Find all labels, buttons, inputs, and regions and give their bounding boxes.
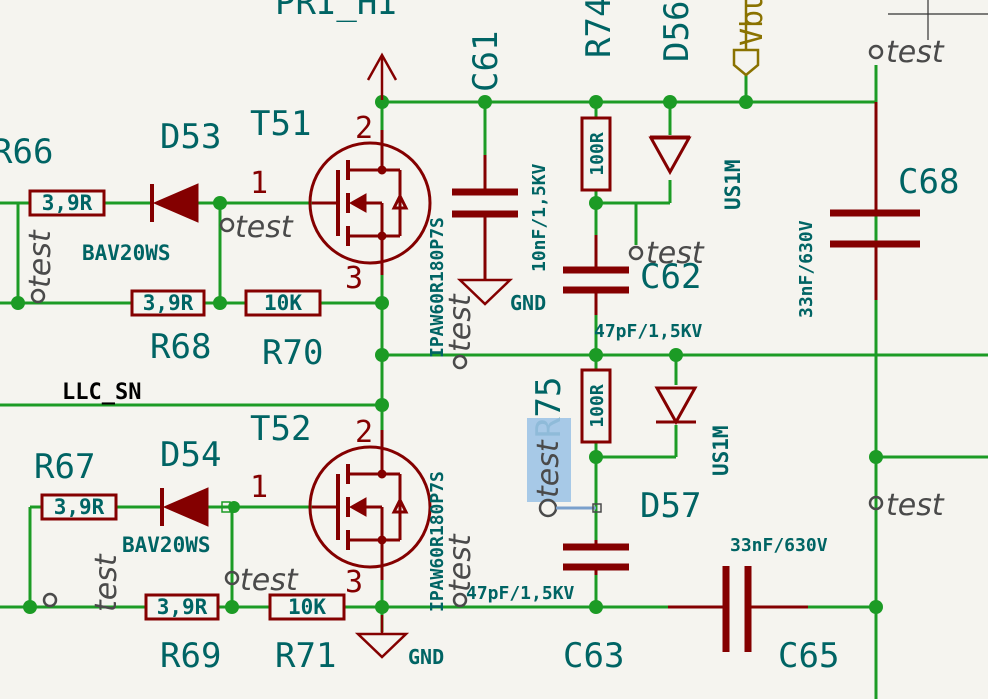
- resistor-r66[interactable]: 3,9R R66: [0, 132, 106, 217]
- svg-text:1: 1: [250, 470, 268, 505]
- test-point-t52-left[interactable]: test: [42, 553, 124, 612]
- svg-text:3: 3: [345, 261, 363, 296]
- svg-text:33nF/630V: 33nF/630V: [796, 220, 817, 318]
- svg-text:GND: GND: [510, 291, 546, 315]
- svg-text:R67: R67: [34, 447, 95, 487]
- svg-text:GND: GND: [408, 645, 444, 669]
- capacitor-c68[interactable]: C68 33nF/630V: [796, 102, 959, 318]
- svg-text:test: test: [443, 533, 478, 592]
- svg-text:Vbus: Vbus: [735, 0, 770, 46]
- capacitor-c62[interactable]: C62 47pF/1,5KV: [563, 235, 703, 342]
- svg-text:D56: D56: [657, 1, 697, 62]
- svg-text:BAV20WS: BAV20WS: [122, 533, 211, 557]
- resistor-r69[interactable]: 3,9R R69: [144, 593, 221, 676]
- svg-text:47pF/1,5KV: 47pF/1,5KV: [594, 321, 703, 342]
- svg-text:1: 1: [250, 166, 268, 201]
- svg-text:test: test: [240, 563, 299, 598]
- net-label-llc-sn: LLC_SN: [62, 380, 141, 405]
- test-point-left-top[interactable]: test: [23, 229, 58, 304]
- capacitor-c63[interactable]: C63 47pF/1,5KV: [466, 540, 629, 676]
- resistor-r67[interactable]: 3,9R R67: [34, 447, 118, 521]
- svg-text:US1M: US1M: [721, 159, 745, 210]
- svg-text:3: 3: [345, 565, 363, 600]
- resistor-r68[interactable]: 3,9R R68: [130, 289, 211, 367]
- svg-text:47pF/1,5KV: 47pF/1,5KV: [466, 583, 575, 604]
- svg-text:3,9R: 3,9R: [143, 291, 194, 315]
- test-point-mid-node[interactable]: test: [443, 293, 478, 370]
- resistor-r71[interactable]: 10K R71: [268, 593, 346, 676]
- svg-text:PRI_HI: PRI_HI: [275, 0, 398, 23]
- svg-text:R70: R70: [262, 333, 323, 373]
- test-point-vbus[interactable]: test: [868, 35, 945, 70]
- vbus-symbol: Vbus: [732, 0, 770, 77]
- svg-text:2: 2: [355, 415, 373, 450]
- test-point-t52-source[interactable]: test: [443, 533, 478, 608]
- svg-text:R69: R69: [160, 636, 221, 676]
- svg-text:D54: D54: [160, 435, 221, 475]
- svg-text:test: test: [886, 35, 945, 70]
- svg-text:3,9R: 3,9R: [157, 595, 208, 619]
- svg-text:test: test: [23, 229, 58, 288]
- svg-text:100R: 100R: [587, 384, 608, 428]
- svg-text:C63: C63: [563, 636, 624, 676]
- svg-text:LLC_SN: LLC_SN: [62, 380, 141, 405]
- test-point-t52-gate-small[interactable]: [221, 501, 240, 513]
- svg-text:US1M: US1M: [709, 425, 733, 476]
- svg-text:R74: R74: [579, 0, 619, 58]
- svg-text:IPAW60R180P7S: IPAW60R180P7S: [427, 217, 448, 358]
- svg-text:test: test: [646, 236, 705, 271]
- svg-text:C68: C68: [898, 162, 959, 202]
- mosfet-t52[interactable]: 1 2 3 T52 IPAW60R180P7S: [250, 409, 448, 612]
- svg-text:3,9R: 3,9R: [54, 495, 105, 519]
- svg-text:D57: D57: [640, 486, 701, 526]
- svg-text:100R: 100R: [587, 132, 608, 176]
- svg-text:T51: T51: [250, 104, 311, 144]
- gnd-symbol-t52: GND: [354, 615, 444, 669]
- capacitor-c61[interactable]: C61 10nF/1,5KV: [452, 31, 550, 280]
- resistor-r74[interactable]: 100R R74: [579, 0, 619, 192]
- diode-d57[interactable]: D57 US1M: [640, 386, 733, 526]
- svg-text:C62: C62: [640, 257, 701, 297]
- mosfet-t51[interactable]: 1 2 3 T51 IPAW60R180P7S: [250, 52, 448, 358]
- test-point-r74[interactable]: test: [628, 236, 705, 271]
- gnd-symbol-c61: GND: [456, 278, 546, 315]
- capacitor-c65[interactable]: C65 33nF/630V: [668, 535, 839, 676]
- svg-text:IPAW60R180P7S: IPAW60R180P7S: [427, 471, 448, 612]
- svg-text:R71: R71: [275, 636, 336, 676]
- resistor-r70[interactable]: 10K R70: [244, 289, 323, 373]
- svg-text:test: test: [89, 553, 124, 612]
- svg-text:2: 2: [355, 111, 373, 146]
- svg-text:10K: 10K: [264, 291, 302, 315]
- test-point-t51-gate[interactable]: test: [219, 210, 294, 245]
- svg-text:R68: R68: [150, 327, 211, 367]
- junctions: [11, 95, 883, 614]
- svg-text:BAV20WS: BAV20WS: [82, 241, 171, 265]
- svg-text:D53: D53: [160, 117, 221, 157]
- test-point-r75-selected[interactable]: test: [527, 418, 602, 518]
- diode-d54[interactable]: D54 BAV20WS: [122, 435, 221, 557]
- svg-text:C61: C61: [466, 31, 506, 92]
- svg-text:test: test: [235, 210, 294, 245]
- svg-text:T52: T52: [250, 409, 311, 449]
- pri-hi-label: PRI_HI: [275, 0, 398, 23]
- svg-text:33nF/630V: 33nF/630V: [730, 535, 828, 556]
- diode-d53[interactable]: D53 BAV20WS: [82, 117, 221, 265]
- test-point-right-rail[interactable]: test: [868, 488, 945, 523]
- svg-text:10nF/1,5KV: 10nF/1,5KV: [529, 163, 550, 272]
- svg-text:10K: 10K: [288, 595, 326, 619]
- test-point-t52-gate[interactable]: test: [224, 563, 299, 598]
- svg-text:3,9R: 3,9R: [42, 191, 93, 215]
- svg-text:test: test: [886, 488, 945, 523]
- diode-d56[interactable]: D56 US1M: [648, 1, 745, 210]
- svg-text:R66: R66: [0, 132, 53, 172]
- svg-text:C65: C65: [778, 636, 839, 676]
- svg-text:test: test: [443, 293, 478, 352]
- svg-text:test: test: [531, 439, 566, 498]
